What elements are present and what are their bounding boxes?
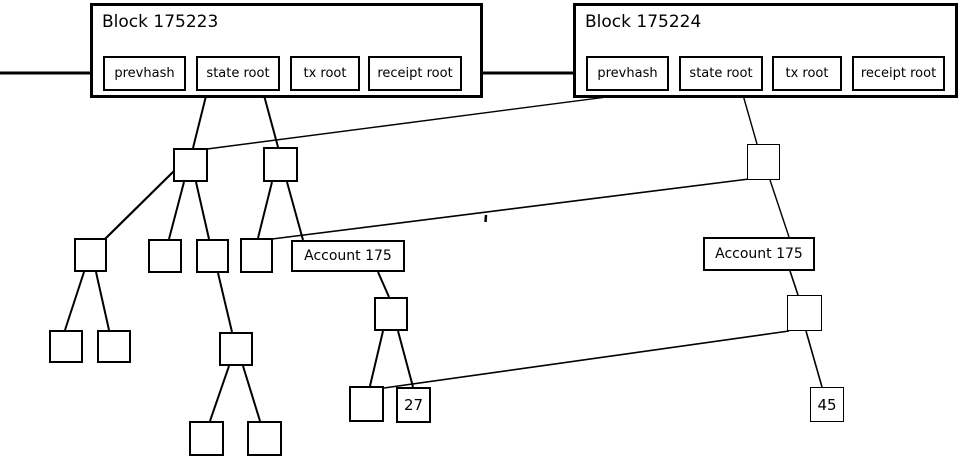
block2-field-receipt-root: receipt root (852, 56, 945, 91)
edge-n1-b (168, 181, 185, 240)
tree-node-vold (374, 297, 408, 331)
tree-node-a2 (97, 330, 131, 363)
leaf-value-27: 27 (396, 387, 431, 423)
block1-field-prevhash: prevhash (103, 56, 186, 91)
tree-node-a (74, 238, 107, 272)
edge-stateroot2-n1-shared (206, 87, 677, 150)
tree-node-c (196, 239, 229, 273)
edge-vold-leafleft (369, 330, 384, 387)
tree-node-n2 (263, 147, 298, 182)
block1-field-receipt-root: receipt root (368, 56, 462, 91)
block-175224-title: Block 175224 (585, 12, 702, 32)
edge-vnew-leafleft-shared (383, 330, 790, 389)
block2-field-state-root: state root (679, 56, 763, 91)
block2-field-tx-root: tx root (772, 56, 842, 91)
edge-c-d (217, 272, 233, 333)
account-175-new-box: Account 175 (703, 237, 815, 271)
tree-node-b (148, 239, 182, 273)
edge-a-a1 (64, 271, 85, 331)
edge-d-d2 (242, 365, 261, 422)
edge-n2-e (257, 181, 273, 239)
leaf-value-45: 45 (810, 387, 844, 422)
edge-vnew-leaf45 (805, 330, 823, 388)
edge-accountold-vold (377, 271, 390, 298)
block-175224: Block 175224 prevhash state root tx root… (573, 3, 958, 98)
tree-node-leaf-left (349, 386, 384, 422)
tree-node-a1 (49, 330, 83, 363)
tree-node-n1 (173, 148, 208, 182)
block1-field-tx-root: tx root (290, 56, 360, 91)
stray-tick (484, 214, 488, 223)
edge-n2new-account-new (769, 179, 790, 238)
block1-field-state-root: state root (196, 56, 280, 91)
tree-node-d2 (247, 421, 282, 456)
account-175-old-box: Account 175 (291, 240, 405, 272)
block2-field-prevhash: prevhash (586, 56, 669, 91)
edge-n2-account-old (286, 181, 304, 241)
edge-d-d1 (209, 365, 230, 422)
tree-node-d (219, 332, 253, 366)
edge-n2new-e-shared (271, 178, 750, 240)
edge-a-a2 (95, 271, 110, 331)
edge-n1-a (104, 170, 175, 240)
block-175223: Block 175223 prevhash state root tx root… (90, 3, 483, 98)
tree-node-vnew (787, 295, 822, 331)
edge-n1-c (195, 181, 210, 240)
tree-node-d1 (189, 421, 224, 456)
edge-vold-leaf27 (397, 330, 414, 388)
edge-accountnew-vnew (789, 270, 799, 296)
edge-stateroot1-n1 (192, 87, 209, 149)
tree-node-n2-new (747, 144, 780, 180)
tree-node-e (240, 238, 273, 273)
block-175223-title: Block 175223 (102, 12, 219, 32)
